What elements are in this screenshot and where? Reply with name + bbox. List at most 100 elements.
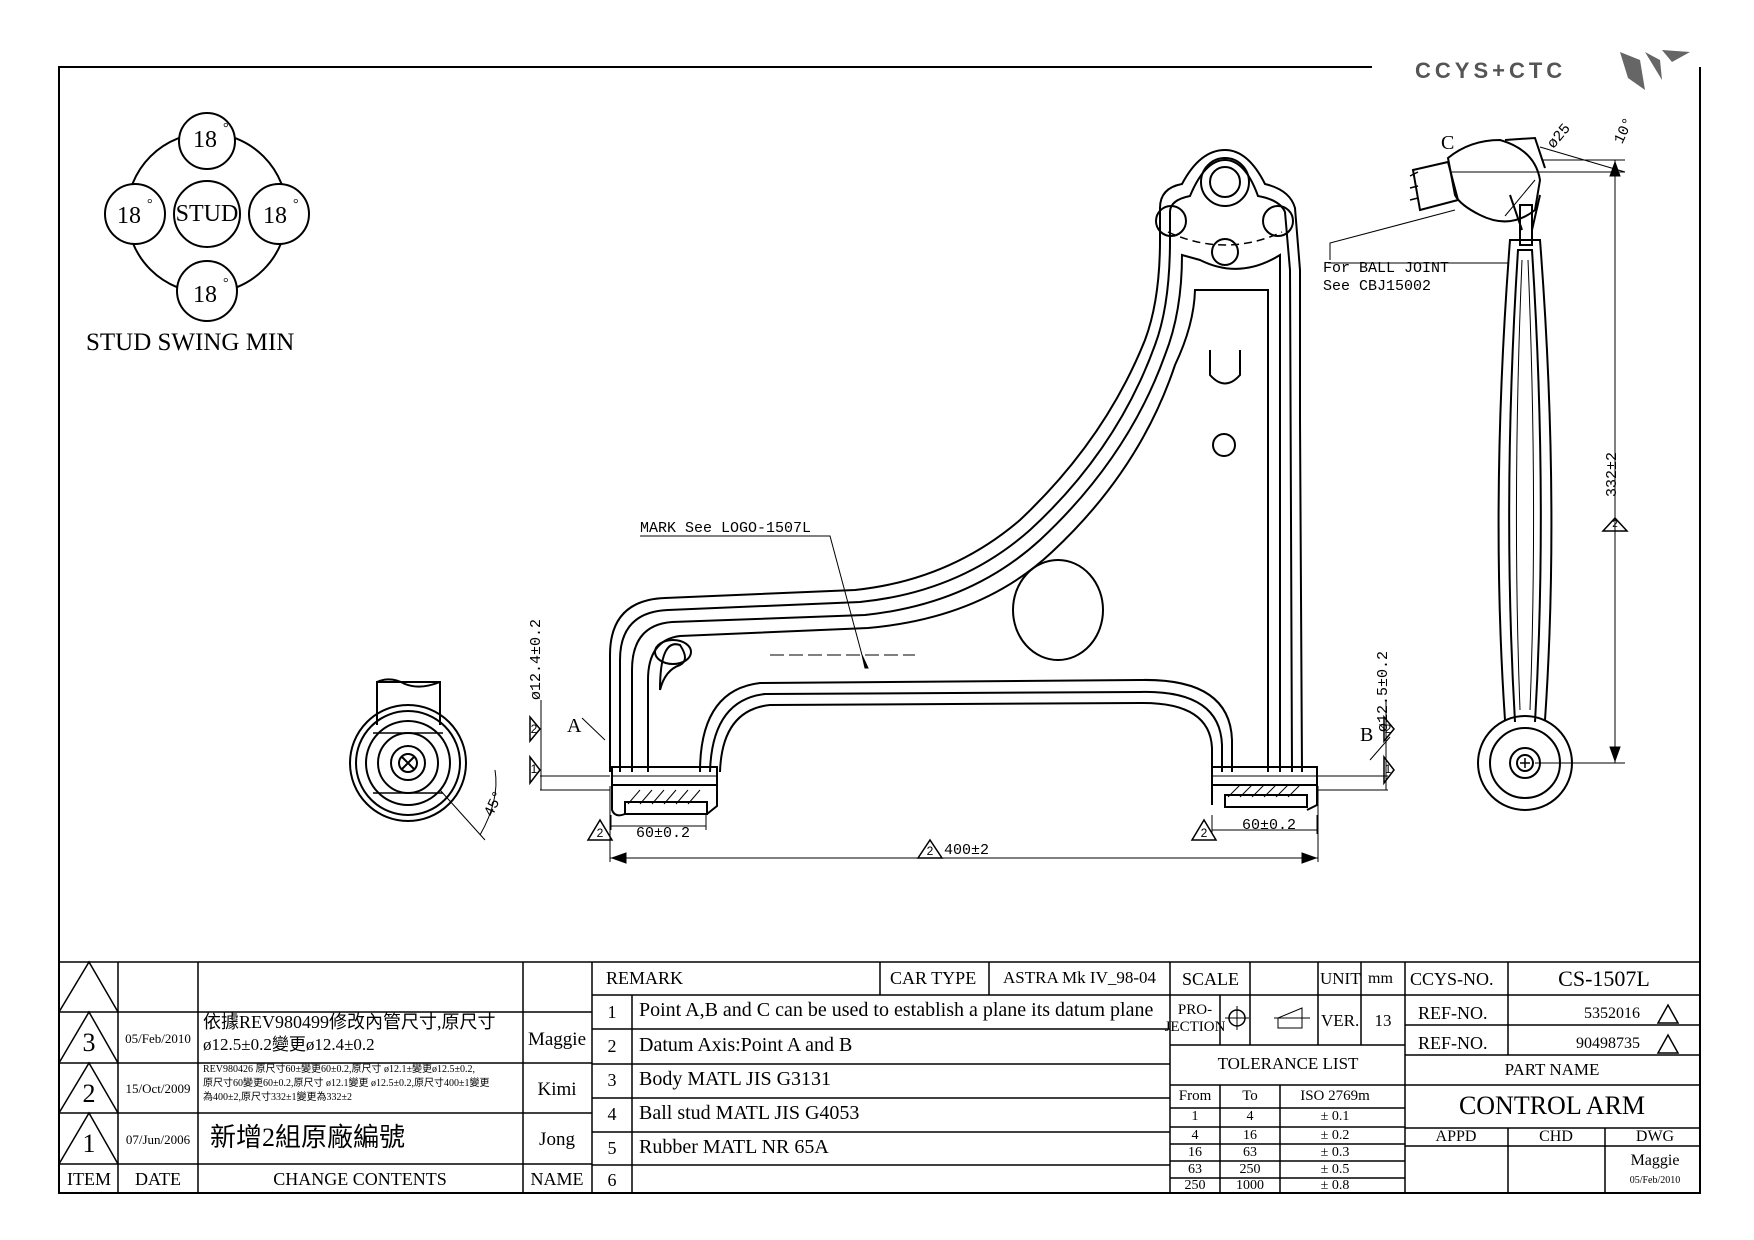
ball-joint-note-line2: See CBJ15002 [1323,278,1432,295]
revision-triangles [58,960,1680,1165]
degree-mark-bottom: ° [223,276,229,291]
remark-text: Point A,B and C can be used to establish… [639,999,1154,1021]
revision-name: Jong [539,1129,575,1150]
header-change-contents: CHANGE CONTENTS [273,1169,447,1189]
tol-from: 1 [1191,1109,1199,1124]
bushing-end-view [349,678,497,841]
swing-center-label: STUD [175,201,239,227]
revision-content-line3: 為400±2,原尺寸332±1變更為332±2 [203,1092,352,1103]
remark-text: Rubber MATL NR 65A [639,1136,829,1158]
version-value: 13 [1374,1011,1392,1030]
mark-note: MARK See LOGO-1507L [640,520,812,537]
remark-text: Datum Axis:Point A and B [639,1034,853,1056]
chd-label: CHD [1539,1128,1573,1145]
swing-angle-left: 18 [117,203,141,229]
revision-item: 2 [82,1079,96,1108]
revision-content-line2: 原尺寸60變更60±0.2,原尺寸 ø12.1變更 ø12.5±0.2,原尺寸4… [203,1078,490,1089]
header-date: DATE [135,1169,181,1189]
revision-content-line1: 新增2組原廠編號 [210,1123,406,1152]
tol-value: ± 0.2 [1320,1128,1350,1143]
ref-no-label-2: REF-NO. [1418,1033,1488,1053]
remark-number: 2 [607,1036,617,1056]
flag-number: 1 [530,762,538,776]
appd-label: APPD [1435,1128,1477,1145]
tol-from: 63 [1188,1162,1202,1177]
remark-number: 4 [607,1104,617,1124]
swing-angle-right: 18 [263,203,287,229]
tol-from: 16 [1188,1145,1202,1160]
dwg-label: DWG [1635,1128,1675,1145]
flag-number: 2 [596,826,604,840]
ref-no-label-1: REF-NO. [1418,1003,1488,1023]
scale-label: SCALE [1182,969,1240,989]
control-arm-plan-view [609,148,1303,773]
revision-content-line2: ø12.5±0.2變更ø12.4±0.2 [203,1035,375,1054]
control-arm-side-view [1409,136,1573,811]
ref-no-value-1: 5352016 [1584,1005,1640,1022]
tol-to: 250 [1239,1162,1261,1177]
revision-content-line1: REV980426 原尺寸60±變更60±0.2,原尺寸 ø12.1±變更ø12… [203,1064,475,1075]
header-item: ITEM [67,1169,111,1189]
title-block-grid [59,961,1700,1193]
tol-value: ± 0.8 [1320,1178,1350,1193]
bushing-section-a [611,766,718,817]
tol-header-from: From [1178,1088,1212,1104]
ball-joint-note-line1: For BALL JOINT [1323,260,1450,277]
point-a-label: A [567,715,582,737]
part-name-label: PART NAME [1504,1060,1600,1079]
remark-text: Body MATL JIS G3131 [639,1068,832,1090]
revision-date: 07/Jun/2006 [125,1132,191,1147]
tol-to: 63 [1243,1145,1257,1160]
flag-number: 1 [1384,762,1392,776]
projection-label: JECTION [1164,1019,1226,1035]
tol-to: 1000 [1236,1178,1264,1193]
remark-number: 1 [607,1002,617,1022]
degree-mark-right: ° [293,197,299,212]
swing-angle-bottom: 18 [193,282,217,308]
remark-number: 3 [607,1070,617,1090]
stud-swing-diagram [104,112,310,322]
version-label: VER. [1321,1011,1360,1030]
remark-header: REMARK [606,968,684,988]
bushing-section-b [1211,766,1318,811]
ccys-no-label: CCYS-NO. [1410,969,1494,989]
remark-number: 6 [607,1170,617,1190]
revision-name: Kimi [537,1079,577,1100]
drawn-by: Maggie [1630,1152,1680,1169]
tol-header-iso: ISO 2769m [1300,1088,1370,1104]
tol-to: 16 [1243,1128,1257,1143]
tol-value: ± 0.3 [1320,1145,1350,1160]
tol-to: 4 [1246,1109,1254,1124]
swing-angle-top: 18 [193,127,217,153]
remark-text: Ball stud MATL JIS G4053 [639,1102,860,1124]
header-name: NAME [530,1169,584,1189]
projection-label: PRO- [1177,1002,1213,1018]
dim-span: 400±2 [944,842,990,859]
dim-height: 332±2 [1604,451,1621,497]
dim-diameter-b: ø12.5±0.2 [1375,650,1392,732]
tol-value: ± 0.5 [1320,1162,1350,1177]
remark-number: 5 [607,1138,617,1158]
brand-logo-text: CCYS+CTC [1415,58,1567,83]
ref-no-value-2: 90498735 [1576,1035,1640,1052]
point-b-label: B [1360,724,1374,746]
tol-value: ± 0.1 [1320,1109,1350,1124]
drawn-date: 05/Feb/2010 [1629,1175,1681,1186]
stud-swing-caption: STUD SWING MIN [86,329,295,356]
flag-number: 2 [530,722,538,736]
dimension-lines [540,146,1626,864]
revision-name: Maggie [527,1029,587,1050]
unit-label: UNIT [1320,969,1361,988]
tol-from: 250 [1184,1178,1206,1193]
drawing-frame [58,66,1701,1194]
tol-from: 4 [1191,1128,1199,1143]
revision-item: 1 [82,1129,96,1158]
revision-date: 05/Feb/2010 [125,1031,191,1046]
flag-number: 2 [1612,519,1618,530]
projection-symbol-icon [1225,1006,1310,1030]
part-name-value: CONTROL ARM [1458,1091,1646,1120]
dim-diameter-a: ø12.4±0.2 [528,618,545,700]
dim-width-b: 60±0.2 [1242,817,1297,834]
ccys-no-value: CS-1507L [1558,966,1650,991]
